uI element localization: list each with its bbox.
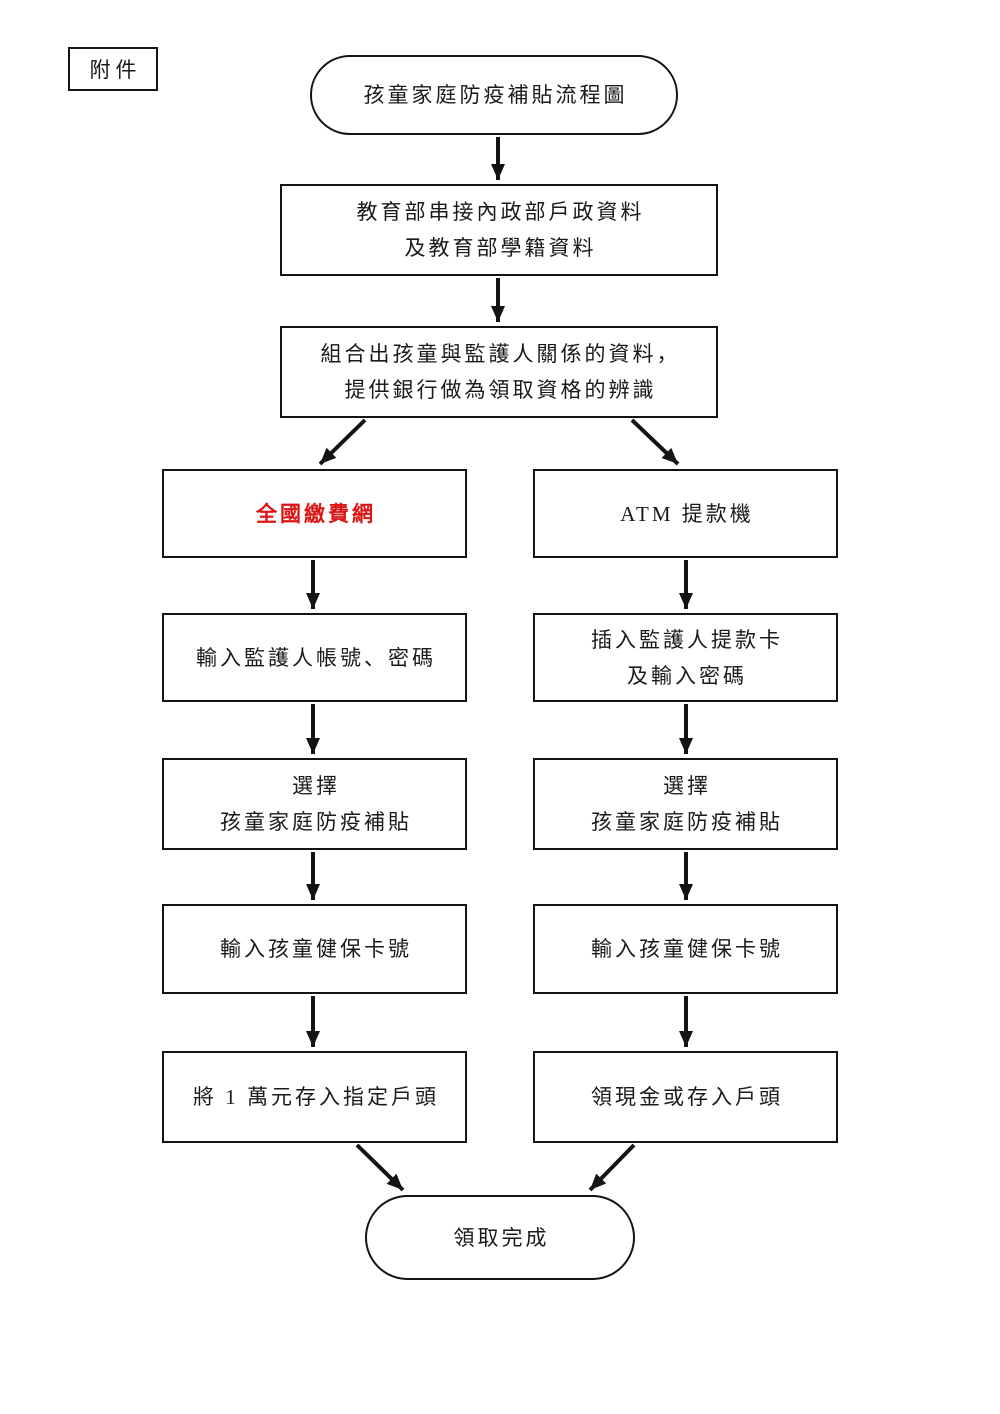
right-step-health-card-label: 輸入孩童健保卡號 (591, 937, 783, 961)
right-step-insert-card-line2: 及輸入密碼 (627, 663, 747, 688)
arrow-combine-to-left-branch (318, 418, 367, 466)
left-channel-label: 全國繳費網 (256, 501, 376, 526)
left-step-deposit-box: 將 1 萬元存入指定戶頭 (162, 1051, 467, 1143)
end-node-label: 領取完成 (453, 1225, 550, 1250)
right-step-withdraw-box: 領現金或存入戶頭 (533, 1051, 838, 1143)
step-combine-line1: 組合出孩童與監護人關係的資料， (320, 342, 681, 366)
attachment-label: 附件 (89, 58, 142, 82)
right-step-select-box: 選擇 孩童家庭防疫補貼 (533, 758, 838, 850)
arrow-combine-to-right-branch (630, 418, 680, 466)
step-combine-line2: 提供銀行做為領取資格的辨識 (344, 378, 657, 402)
left-step-select-box: 選擇 孩童家庭防疫補貼 (162, 758, 467, 850)
right-step-insert-card-line1: 插入監護人提款卡 (591, 627, 783, 652)
right-step-health-card-box: 輸入孩童健保卡號 (533, 904, 838, 994)
left-step-health-card-box: 輸入孩童健保卡號 (162, 904, 467, 994)
left-step-login-label: 輸入監護人帳號、密碼 (196, 645, 436, 670)
step-data-link-line1: 教育部串接內政部戶政資料 (356, 200, 645, 224)
left-step-deposit-label: 將 1 萬元存入指定戶頭 (193, 1085, 439, 1109)
arrow-right-to-end (588, 1143, 636, 1192)
right-step-withdraw-label: 領現金或存入戶頭 (591, 1085, 783, 1109)
right-step-select-line2: 孩童家庭防疫補貼 (591, 810, 783, 834)
right-step-select-line1: 選擇 (663, 774, 711, 798)
step-combine-box: 組合出孩童與監護人關係的資料， 提供銀行做為領取資格的辨識 (280, 326, 718, 418)
step-data-link-box: 教育部串接內政部戶政資料 及教育部學籍資料 (280, 184, 718, 276)
left-step-select-line1: 選擇 (292, 774, 340, 798)
left-step-login-box: 輸入監護人帳號、密碼 (162, 613, 467, 702)
right-step-insert-card-box: 插入監護人提款卡 及輸入密碼 (533, 613, 838, 702)
start-node-label: 孩童家庭防疫補貼流程圖 (363, 83, 628, 107)
step-data-link-line2: 及教育部學籍資料 (404, 236, 597, 260)
right-channel-box: ATM 提款機 (533, 469, 838, 558)
left-channel-box: 全國繳費網 (162, 469, 467, 558)
arrow-left-to-end (355, 1143, 405, 1192)
attachment-label-box: 附件 (68, 47, 158, 91)
right-channel-label: ATM 提款機 (620, 501, 754, 526)
left-step-select-line2: 孩童家庭防疫補貼 (220, 810, 412, 834)
left-step-health-card-label: 輸入孩童健保卡號 (220, 937, 412, 961)
end-node: 領取完成 (365, 1195, 635, 1280)
start-node: 孩童家庭防疫補貼流程圖 (310, 55, 678, 135)
